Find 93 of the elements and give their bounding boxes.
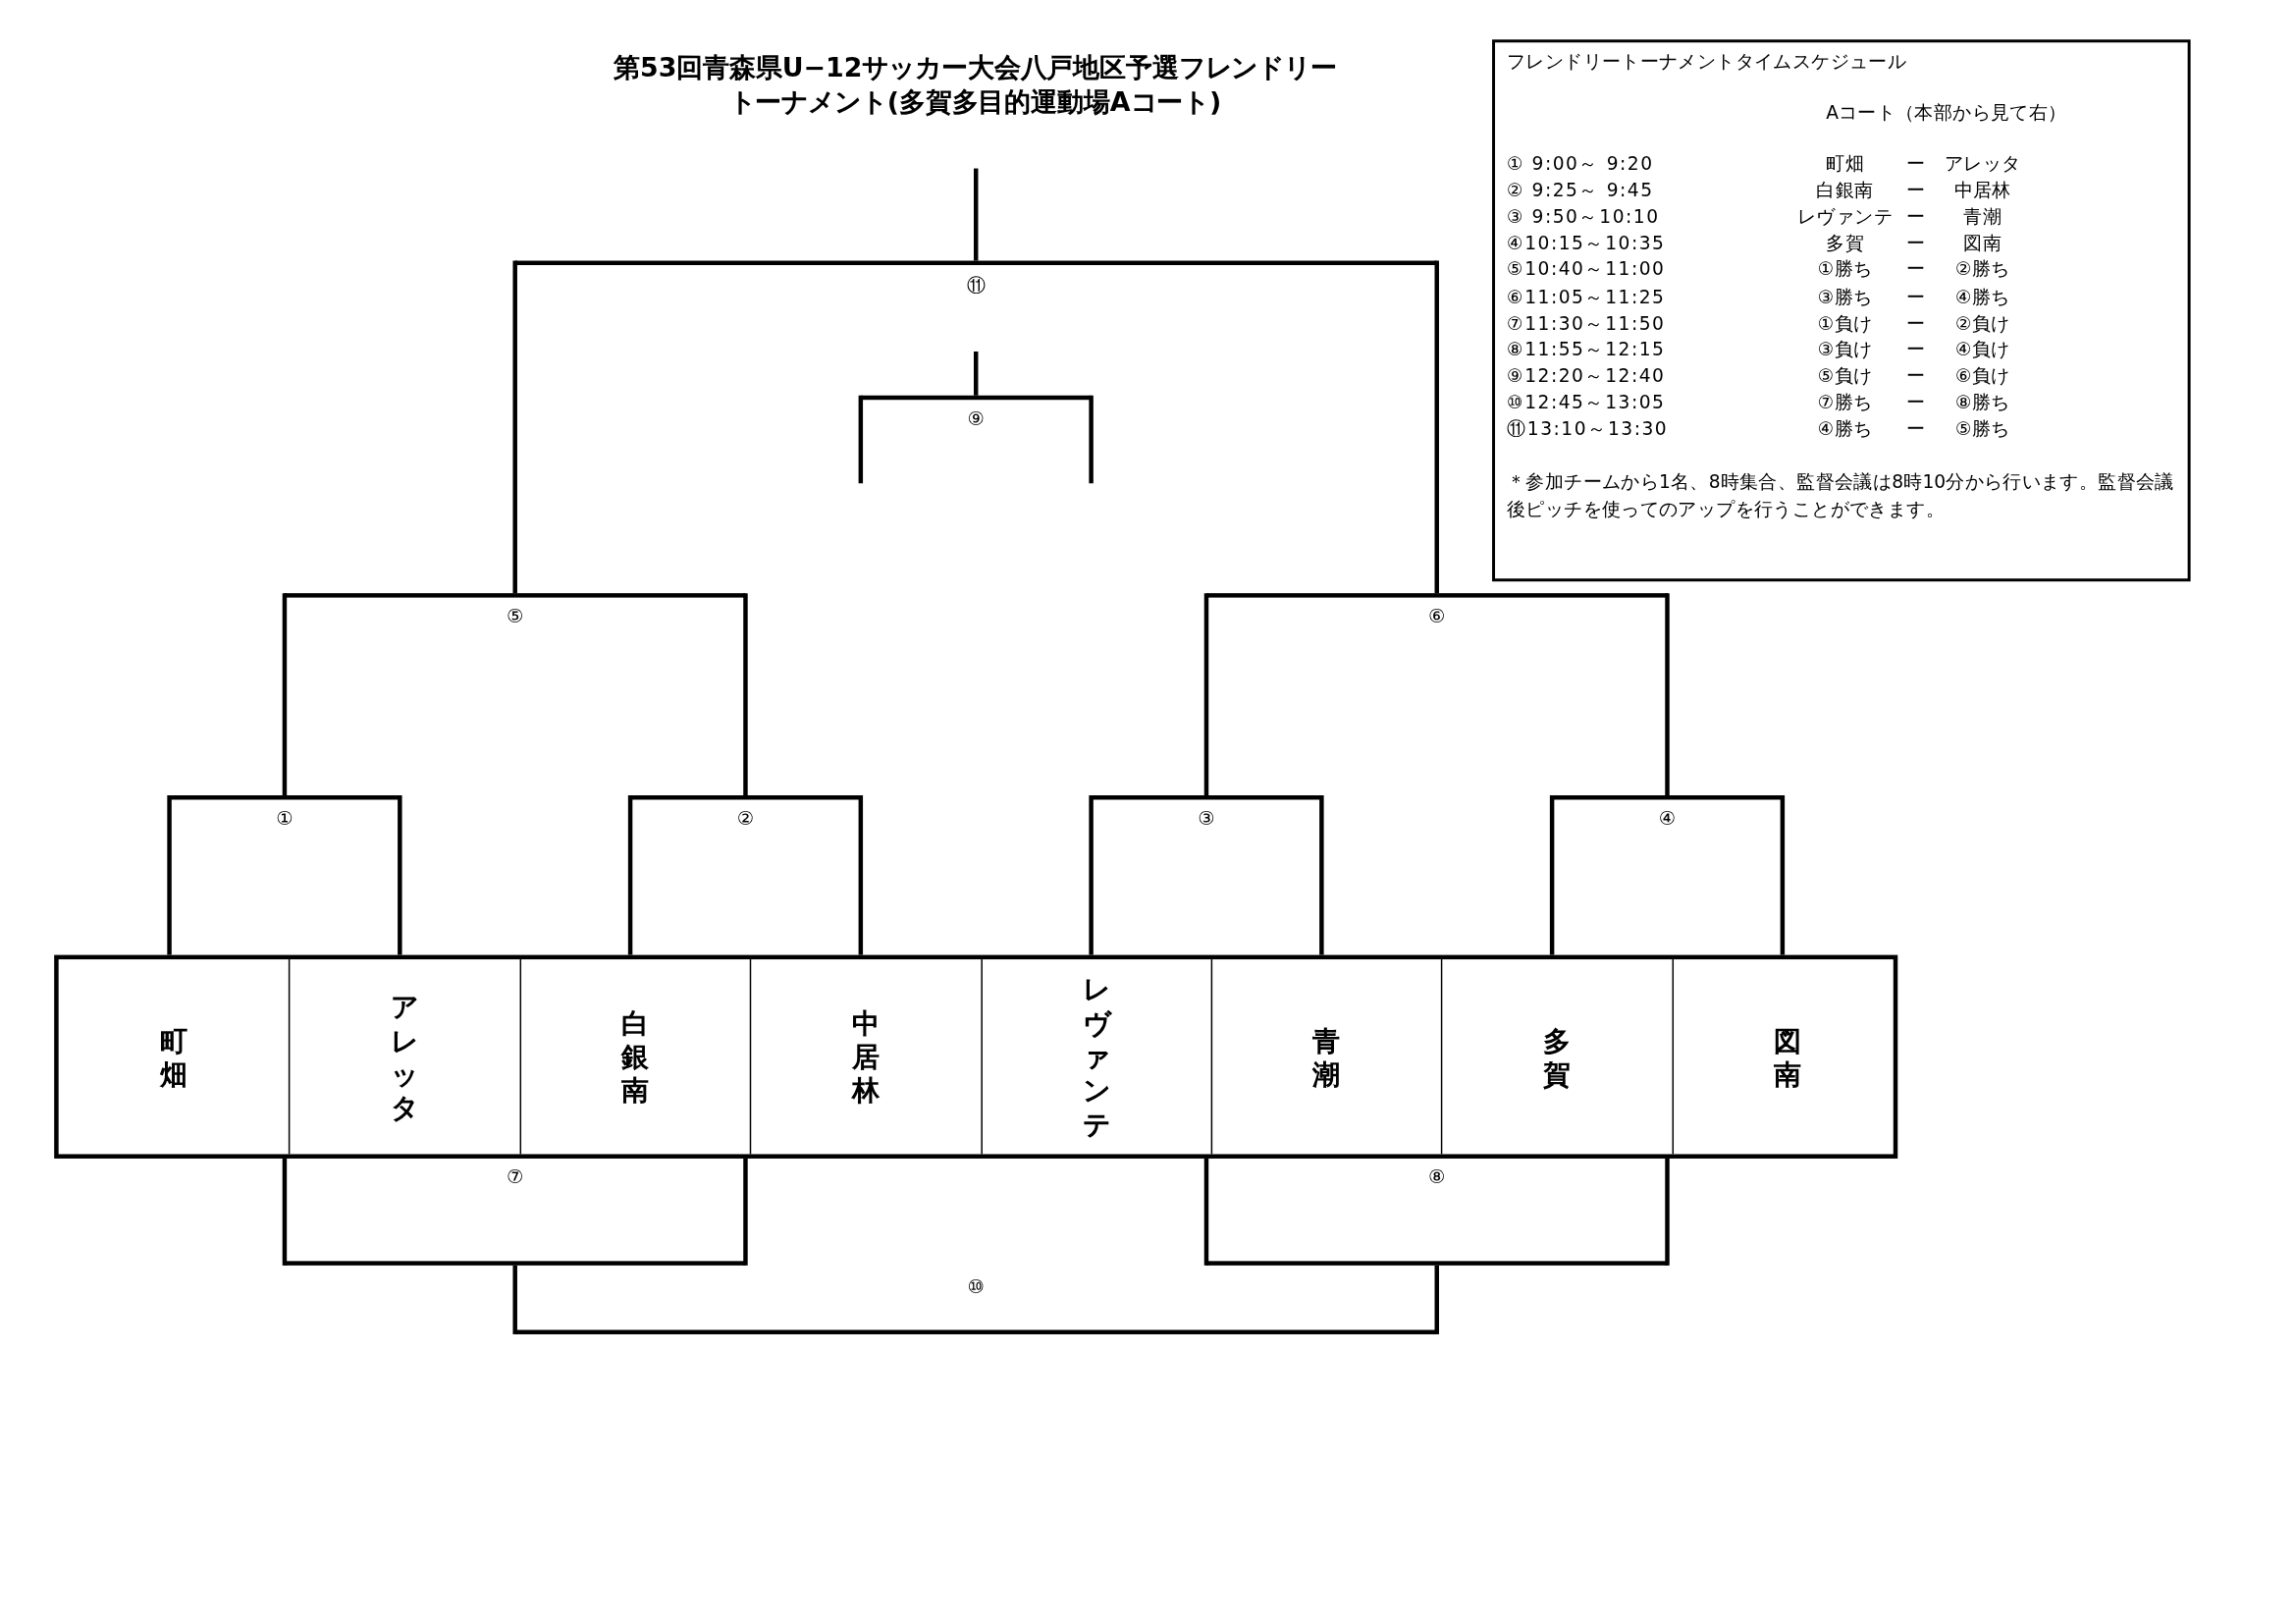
time-slot: ⑨12:20～12:40 (1506, 364, 1666, 388)
bracket-line (282, 593, 288, 795)
bracket-line (1203, 1158, 1209, 1266)
team-name: ⑤負け (1817, 364, 1873, 388)
versus-dash: ー (1906, 205, 1926, 229)
time-slot: ⑥11:05～11:25 (1506, 285, 1666, 308)
bracket-line (1665, 1158, 1670, 1266)
bracket-line (1665, 593, 1670, 795)
bracket-line (1780, 795, 1786, 955)
team-name: ⑥負け (1955, 364, 2010, 388)
bracket-line (974, 168, 979, 261)
team-name: 多賀 (1826, 232, 1864, 255)
bracket-line (1434, 260, 1439, 594)
versus-dash: ー (1906, 417, 1926, 441)
team-name-cell: 図南 (1671, 959, 1902, 1155)
team-name-cell: 中居林 (749, 959, 981, 1155)
team-name-cell: 多賀 (1441, 959, 1672, 1155)
versus-dash: ー (1906, 311, 1926, 335)
schedule-panel (1492, 39, 2191, 582)
team-name: ④勝ち (1955, 285, 2010, 308)
bracket-line (627, 795, 633, 955)
bracket-line (858, 795, 864, 955)
team-name: 図南 (1963, 232, 2002, 255)
time-slot: ⑧11:55～12:15 (1506, 338, 1666, 361)
versus-dash: ー (1906, 258, 1926, 282)
note-text: ＊参加チームから1名、8時集合、監督会議は8時10分から行います。監督会議後ピッチを使ってのアップを行うことができます。 (1506, 468, 2175, 522)
match-number: ⑨ (966, 406, 986, 430)
match-number: ⑪ (965, 272, 987, 298)
versus-dash: ー (1906, 285, 1926, 308)
bracket-line (1434, 1265, 1439, 1334)
team-name: ①勝ち (1817, 258, 1873, 282)
team-name-cell: アレッタ (289, 959, 520, 1155)
match-number: ④ (1657, 806, 1678, 830)
bracket-line (743, 1158, 748, 1266)
title: 第53回青森県U−12サッカー大会八戸地区予選フレンドリートーナメント(多賀多目的運動場Aコート) (613, 50, 1338, 120)
time-slot: ⑦11:30～11:50 (1506, 311, 1666, 335)
time-slot: ② 9:25～ 9:45 (1506, 179, 1654, 202)
team-name: 町畑 (1826, 152, 1864, 176)
team-name: ③勝ち (1817, 285, 1873, 308)
team-name-cell: 白銀南 (519, 959, 750, 1155)
team-name: 中居林 (1953, 179, 2011, 202)
time-slot: ⑩12:45～13:05 (1506, 391, 1666, 414)
bracket-line (1089, 795, 1094, 955)
time-slot: ④10:15～10:35 (1506, 232, 1666, 255)
versus-dash: ー (1906, 179, 1926, 202)
time-slot: ① 9:00～ 9:20 (1506, 152, 1654, 176)
bracket-line (974, 352, 979, 396)
team-name-cell: レヴァンテ (980, 959, 1211, 1155)
match-number: ② (735, 806, 756, 830)
time-slot: ⑪13:10～13:30 (1506, 417, 1669, 441)
team-name: ⑧勝ち (1955, 391, 2010, 414)
match-number: ⑥ (1427, 605, 1447, 627)
team-name: ④負け (1955, 338, 2010, 361)
bracket-line (1203, 593, 1209, 795)
team-name: アレッタ (1945, 152, 2021, 176)
team-name: ③負け (1817, 338, 1873, 361)
bracket-line (167, 795, 172, 955)
team-name: ④勝ち (1817, 417, 1873, 441)
versus-dash: ー (1906, 152, 1926, 176)
bracket-line (1319, 795, 1324, 955)
court-heading: Aコート（本部から見て右） (1826, 100, 2067, 125)
team-name: ⑤勝ち (1955, 417, 2010, 441)
match-number: ⑧ (1427, 1165, 1447, 1188)
team-name: 青潮 (1963, 205, 2002, 229)
time-slot: ⑤10:40～11:00 (1506, 258, 1666, 282)
team-name: ②負け (1955, 311, 2010, 335)
team-name: レヴァンテ (1797, 205, 1894, 229)
versus-dash: ー (1906, 364, 1926, 388)
bracket-line (1089, 395, 1094, 484)
match-number: ⑦ (506, 1165, 525, 1188)
bracket-line (1549, 795, 1555, 955)
versus-dash: ー (1906, 232, 1926, 255)
match-number: ① (275, 806, 294, 830)
team-name-cell: 町畑 (58, 959, 290, 1155)
bracket-line (858, 395, 864, 484)
bracket-line (398, 795, 402, 955)
team-name: ①負け (1817, 311, 1873, 335)
team-table (54, 954, 1898, 1159)
bracket-line (512, 260, 517, 594)
versus-dash: ー (1906, 338, 1926, 361)
bracket-line (743, 593, 748, 795)
team-name: ⑦勝ち (1817, 391, 1873, 414)
schedule-heading: フレンドリートーナメントタイムスケジュール (1506, 49, 1907, 74)
bracket-line (512, 1265, 517, 1334)
bracket-line (282, 1158, 288, 1266)
time-slot: ③ 9:50～10:10 (1506, 205, 1660, 229)
team-name: ②勝ち (1955, 258, 2010, 282)
match-number: ⑩ (966, 1275, 986, 1298)
versus-dash: ー (1906, 391, 1926, 414)
match-number: ⑤ (506, 605, 525, 627)
team-name-cell: 青潮 (1210, 959, 1442, 1155)
match-number: ③ (1197, 806, 1216, 830)
team-name: 白銀南 (1816, 179, 1874, 202)
